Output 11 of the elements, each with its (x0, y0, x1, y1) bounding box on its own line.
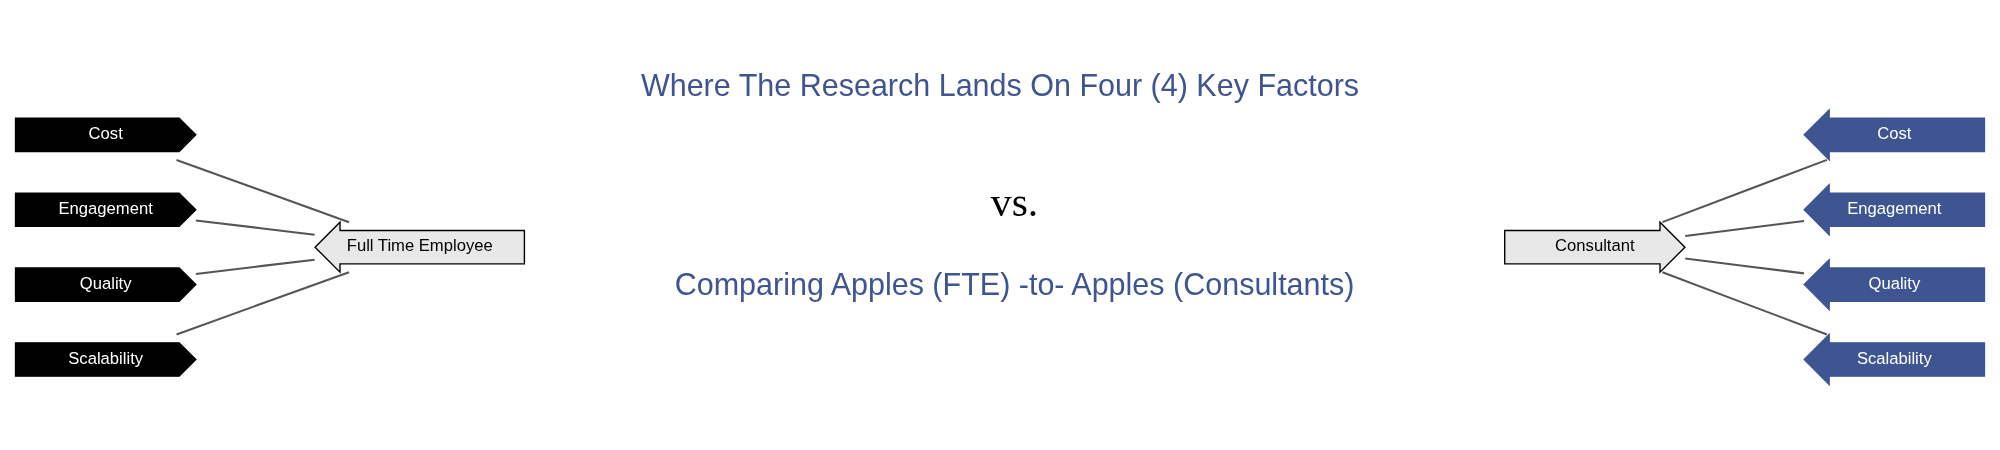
caption: Comparing Apples (FTE) -to- Apples (Consultants) (674, 267, 1355, 302)
connector (1685, 219, 1805, 237)
connector (1685, 257, 1805, 275)
connector (1662, 158, 1828, 224)
label: vs. (990, 178, 1039, 225)
connector (176, 158, 350, 224)
diagram-title: Where The Research Lands On Four (4) Key Factors (640, 67, 1360, 102)
connector (176, 271, 350, 336)
connector (195, 258, 315, 275)
connector (195, 219, 315, 236)
connector (1662, 271, 1828, 336)
